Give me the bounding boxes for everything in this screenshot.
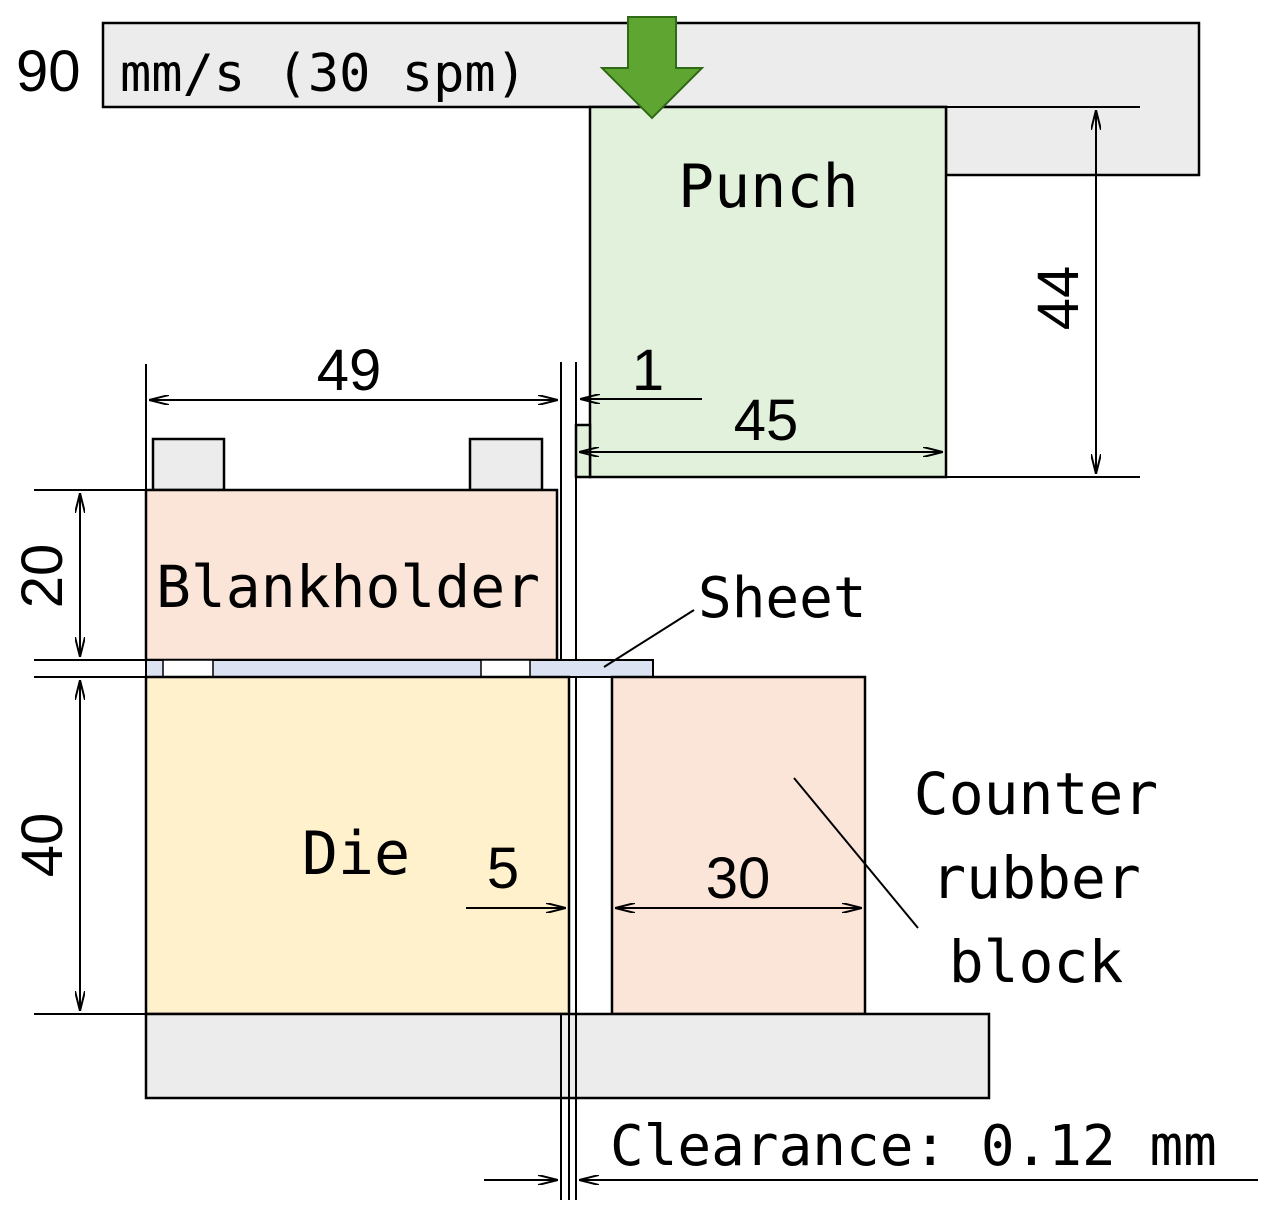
dim-gap: 1	[632, 338, 664, 403]
press-direction-arrow-icon	[599, 16, 705, 120]
base-plate	[144, 1012, 991, 1100]
die-label: Die	[302, 819, 410, 889]
counter-label-line2: rubber	[931, 844, 1141, 912]
sheet-label: Sheet	[698, 566, 867, 631]
die	[144, 675, 571, 1016]
dim-punch-width: 45	[734, 388, 799, 453]
dim-die-offset: 5	[487, 836, 519, 901]
spacer	[162, 659, 214, 678]
blankholder	[144, 488, 559, 662]
clearance-label: Clearance: 0.12 mm	[610, 1114, 1217, 1179]
guide-block-right	[468, 437, 544, 492]
sheet-leader	[603, 609, 695, 668]
guide-block-left	[151, 437, 226, 492]
counter-leader	[793, 777, 919, 929]
counter-rubber-block	[610, 675, 867, 1016]
dim-blankholder-width: 49	[317, 338, 382, 403]
dim-punch-height: 44	[1026, 266, 1091, 331]
punch	[588, 105, 948, 479]
dim-counter-width: 30	[706, 846, 771, 911]
spacer	[480, 659, 531, 678]
blankholder-label: Blankholder	[156, 553, 540, 621]
speed-value: 90	[16, 39, 81, 104]
sheet	[145, 659, 654, 678]
dim-die-height: 40	[10, 813, 75, 878]
speed-unit: mm/s (30 spm)	[120, 44, 527, 104]
punch-label: Punch	[678, 152, 859, 222]
counter-label-line1: Counter	[914, 760, 1158, 828]
counter-label-line3: block	[949, 928, 1124, 996]
dim-blankholder-height: 20	[10, 544, 75, 609]
